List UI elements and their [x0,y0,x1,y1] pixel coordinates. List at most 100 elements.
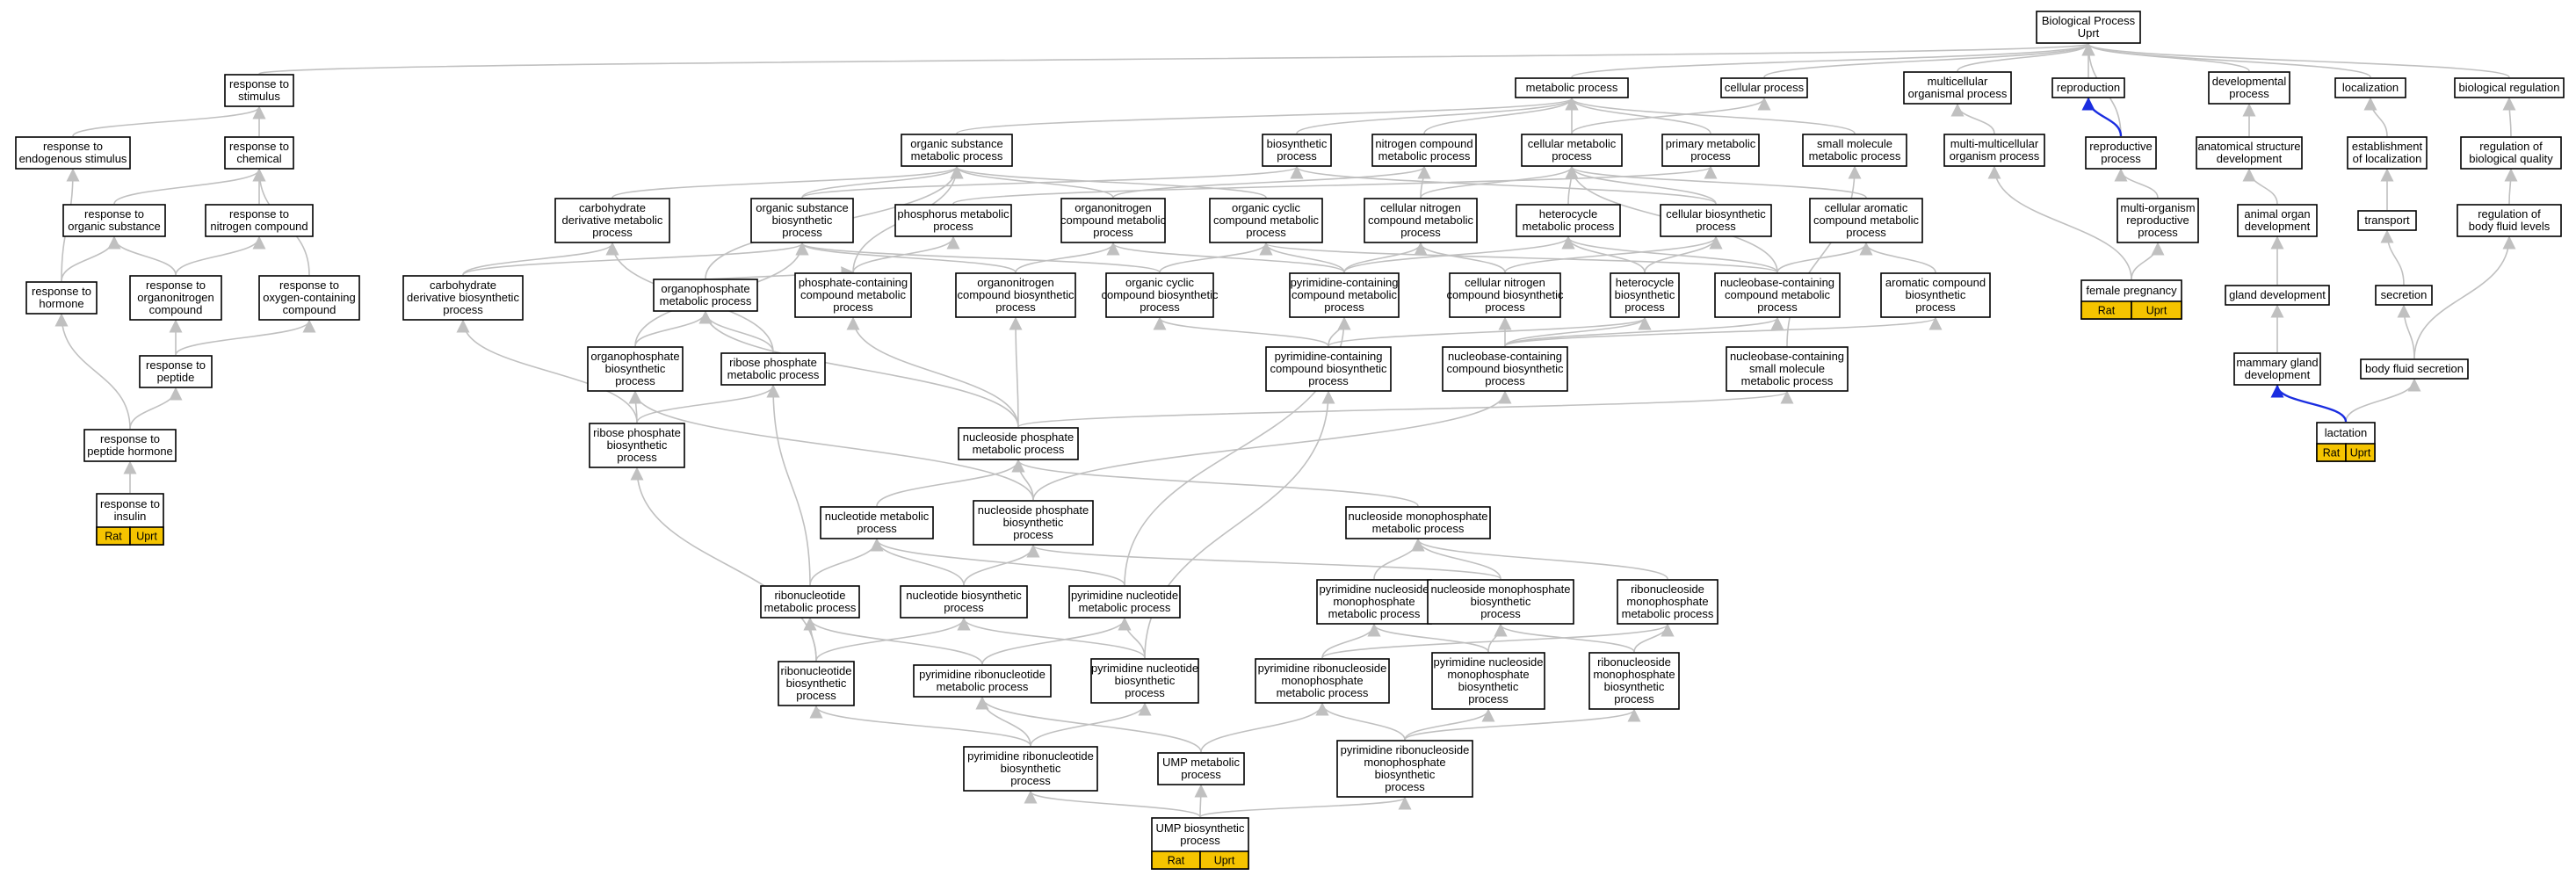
node-bio-reg[interactable]: biological regulation [2454,77,2565,98]
node-metabolic[interactable]: metabolic process [1515,77,1629,98]
node-pyr-nucleoside-mono-met[interactable]: pyrimidine nucleosidemonophosphatemetabo… [1316,579,1432,625]
annotation-label: Uprt [136,531,157,543]
node-localization[interactable]: localization [2334,77,2406,98]
node-secretion[interactable]: secretion [2375,285,2433,306]
node-label: metabolic process [973,443,1065,456]
node-body-fluid-sec[interactable]: body fluid secretion [2360,358,2469,380]
node-pyr-nucleoside-mono-bio[interactable]: pyrimidine nucleosidemonophosphatebiosyn… [1431,652,1545,710]
edge-ribose-phos-met-to-organophosphate-met [698,310,774,353]
node-reproduction[interactable]: reproduction [2051,77,2125,98]
edge-organonitrogen-met-to-org-subst-met [950,165,1114,199]
node-transport[interactable]: transport [2357,210,2417,231]
node-pyr-ribonucleotide-bio[interactable]: pyrimidine ribonucleotidebiosyntheticpro… [963,746,1098,792]
edge-ribonucleotide-met-to-ribose-phos-met [766,384,811,586]
node-box [963,746,1098,792]
node-ribonucleoside-mono-bio[interactable]: ribonucleosidemonophosphatebiosyntheticp… [1588,652,1680,710]
edge-nucleobase-small-met-to-small-mol-met [1786,165,1862,347]
node-label: response to [43,140,103,153]
node-box [2225,285,2330,306]
node-box [2237,204,2318,237]
node-nucleoside-mono-bio[interactable]: nucleoside monophosphatebiosyntheticproc… [1427,579,1574,625]
node-box [2208,71,2290,105]
node-label: process [1181,768,1221,781]
node-gland-dev[interactable]: gland development [2225,285,2330,306]
node-pyr-ribonucleoside-mono-met[interactable]: pyrimidine ribonucleosidemonophosphateme… [1255,658,1390,704]
node-cellular-proc[interactable]: cellular process [1720,77,1808,98]
node-label: pyrimidine ribonucleotide [967,749,1094,763]
edge-pyr-nucleoside-mono-bio-to-nucleoside-mono-bio [1487,623,1508,653]
node-pyr-ribonucleoside-mono-bio[interactable]: pyrimidine ribonucleosidemonophosphatebi… [1336,740,1473,798]
node-label: process [2101,152,2141,165]
